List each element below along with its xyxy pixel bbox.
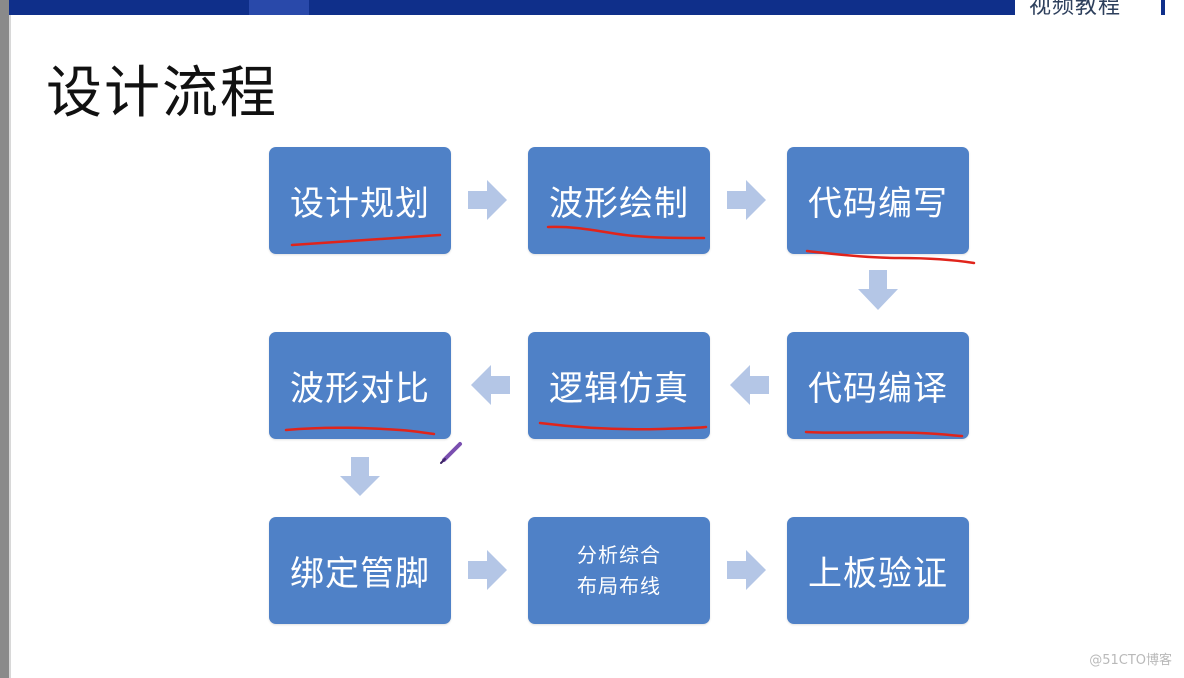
- step-label: 代码编译: [808, 369, 948, 409]
- annotation-underline: [290, 233, 442, 247]
- step-design-planning: 设计规划: [269, 147, 451, 254]
- step-code-compile: 代码编译: [787, 332, 969, 439]
- pen-icon: [440, 442, 462, 464]
- window-left-edge: [0, 0, 9, 678]
- step-label-line1: 分析综合: [577, 542, 661, 567]
- step-code-writing: 代码编写: [787, 147, 969, 254]
- step-label: 绑定管脚: [290, 554, 430, 594]
- slide-top-banner: [9, 0, 1184, 15]
- arrow-right: [727, 180, 766, 220]
- arrow-left: [471, 365, 510, 405]
- arrow-down: [340, 457, 380, 496]
- arrow-down: [858, 270, 898, 310]
- watermark: @51CTO博客: [1089, 653, 1172, 668]
- video-tutorial-tab-label: 视频教程: [1029, 0, 1122, 15]
- step-synthesis-place-route: 分析综合 布局布线: [528, 517, 710, 624]
- banner-tab-end: [1162, 0, 1184, 15]
- step-label: 波形对比: [290, 369, 430, 409]
- annotation-underline: [284, 426, 436, 436]
- video-tutorial-tab[interactable]: 视频教程: [1012, 0, 1164, 15]
- step-label-line2: 布局布线: [577, 573, 661, 598]
- arrow-right: [727, 550, 766, 590]
- step-label: 设计规划: [290, 184, 430, 224]
- step-waveform-drawing: 波形绘制: [528, 147, 710, 254]
- arrow-right: [468, 180, 507, 220]
- annotation-underline: [805, 249, 976, 265]
- step-label: 上板验证: [808, 554, 948, 594]
- banner-stripe: [249, 0, 309, 15]
- arrow-right: [468, 550, 507, 590]
- step-label: 代码编写: [808, 184, 948, 224]
- step-label: 逻辑仿真: [549, 369, 689, 409]
- annotation-underline: [804, 430, 964, 438]
- step-logic-simulation: 逻辑仿真: [528, 332, 710, 439]
- annotation-underline: [538, 421, 708, 431]
- annotation-underline: [546, 225, 706, 240]
- step-pin-binding: 绑定管脚: [269, 517, 451, 624]
- step-waveform-compare: 波形对比: [269, 332, 451, 439]
- step-board-verification: 上板验证: [787, 517, 969, 624]
- arrow-left: [730, 365, 769, 405]
- slide-title: 设计流程: [46, 61, 278, 126]
- step-label: 波形绘制: [549, 184, 689, 224]
- step-label: 分析综合 布局布线: [577, 540, 661, 602]
- window-left-edge-highlight: [9, 0, 11, 678]
